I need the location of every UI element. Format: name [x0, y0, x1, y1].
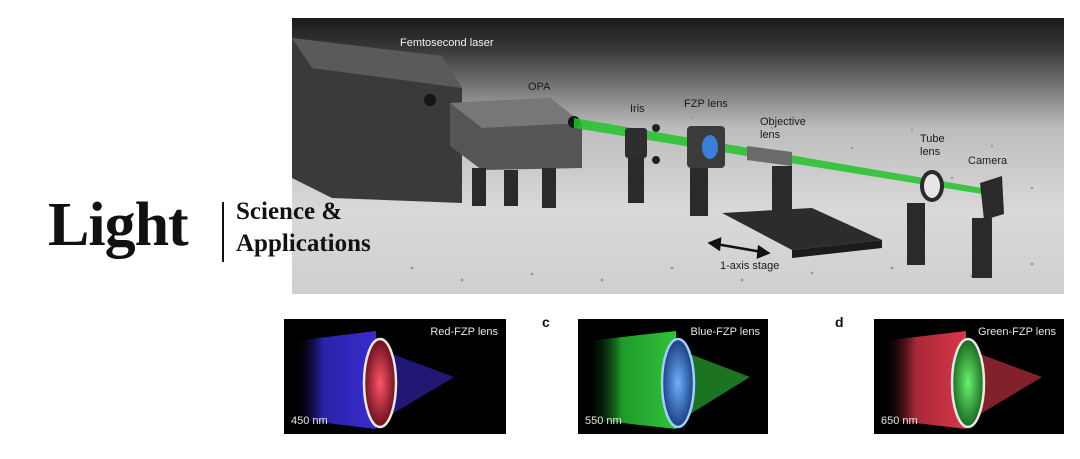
objective-lens: [747, 146, 792, 166]
logo-word-light: Light: [48, 191, 189, 259]
fzp-lens-green: [950, 337, 986, 429]
panel-red-title: Red-FZP lens: [430, 326, 498, 338]
panel-red-fzp: Red-FZP lens 450 nm: [284, 319, 506, 434]
panel-blue-fzp: Blue-FZP lens 550 nm: [578, 319, 768, 434]
camera-body: [980, 176, 1004, 220]
label-camera: Camera: [968, 155, 1008, 167]
label-opa: OPA: [528, 81, 551, 93]
fzp-lens-blue: [660, 337, 696, 429]
label-fzp-lens: FZP lens: [684, 98, 728, 110]
iris-mount: [625, 128, 647, 158]
panel-letter-c: c: [542, 314, 550, 330]
panel-green-drawing: [882, 331, 1042, 429]
logo-line-2: Applications: [236, 230, 371, 257]
panel-blue-wavelength: 550 nm: [585, 415, 622, 427]
panel-red-wavelength: 450 nm: [291, 415, 328, 427]
fzp-lens-red: [362, 337, 398, 429]
panel-red-drawing: [294, 331, 454, 429]
optical-setup-illustration: Femtosecond laser OPA Iris FZP lens Obje…: [292, 18, 1064, 294]
logo-line-1: Science &: [236, 198, 343, 225]
label-tube-lens: Tube lens: [920, 133, 945, 158]
translation-stage: [722, 208, 882, 250]
logo-divider: [222, 202, 224, 262]
panel-green-title: Green-FZP lens: [977, 326, 1056, 338]
panel-green-fzp: Green-FZP lens 650 nm: [874, 319, 1064, 434]
label-objective-lens: Objective lens: [760, 116, 806, 141]
panel-blue-drawing: [586, 331, 750, 429]
label-femtosecond-laser: Femtosecond laser: [400, 37, 494, 49]
label-1-axis-stage: 1-axis stage: [720, 260, 780, 272]
tube-lens: [920, 170, 944, 202]
panel-blue-title: Blue-FZP lens: [690, 326, 761, 338]
panel-letter-d: d: [835, 314, 844, 330]
stage-arrow-icon: [707, 237, 771, 259]
setup-drawing: [292, 38, 1034, 282]
label-iris: Iris: [630, 103, 645, 115]
panel-green-wavelength: 650 nm: [881, 415, 918, 427]
